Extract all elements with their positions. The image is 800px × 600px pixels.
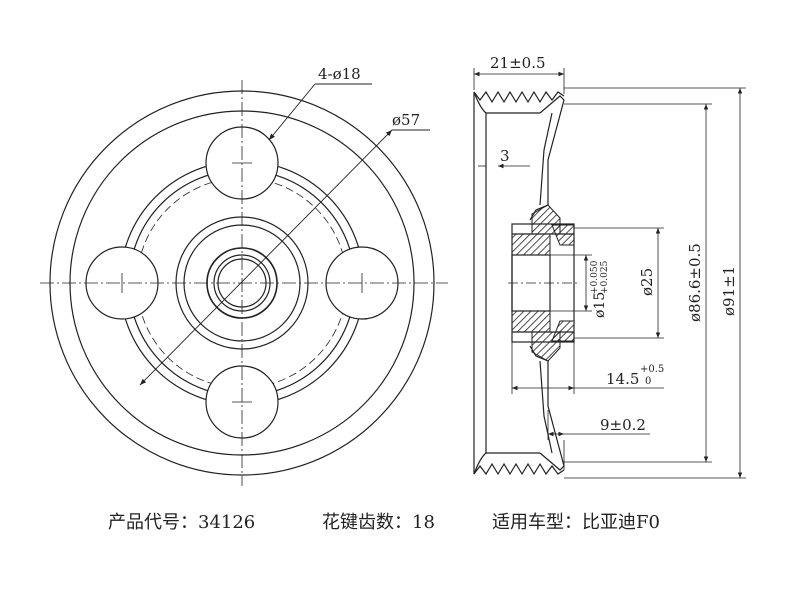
groove-dia-dim: ø86.6±0.5 [686,243,704,322]
pitch-circle-callout: ø57 [392,111,420,129]
svg-text:+0.5: +0.5 [640,364,664,375]
svg-text:+0.050: +0.050 [590,260,600,294]
spline-teeth-count: 花键齿数：18 [322,512,435,533]
section-view [473,90,580,476]
outer-dia-dim: ø91±1 [720,266,738,316]
holes-callout: 4-ø18 [318,65,361,83]
web-outline-bottom [529,345,565,471]
web-outline-top [529,95,565,221]
svg-text:ø15: ø15 [592,292,608,318]
svg-text:0: 0 [645,376,651,387]
holes-leader-line [268,83,316,141]
groove-profile-bottom [473,462,565,476]
width-dim: 21±0.5 [490,54,546,72]
section-dimensions [473,68,746,479]
applicable-vehicle: 适用车型：比亚迪F0 [492,512,660,533]
rim-thickness-dim: 3 [500,147,510,165]
bore-dim-text: ø15 +0.050 +0.025 [590,260,610,318]
front-view [40,80,448,486]
svg-text:14.5: 14.5 [606,370,639,388]
hub-dim: ø25 [638,268,656,296]
offset-dim: 9±0.2 [600,416,646,434]
pitch-diameter-line [139,129,393,386]
svg-text:+0.025: +0.025 [600,260,610,294]
hub-length-dim-text: 14.5 +0.5 0 [606,364,664,388]
groove-profile-top [473,90,565,104]
section-hatching [511,204,575,362]
product-code: 产品代号：34126 [108,512,256,533]
